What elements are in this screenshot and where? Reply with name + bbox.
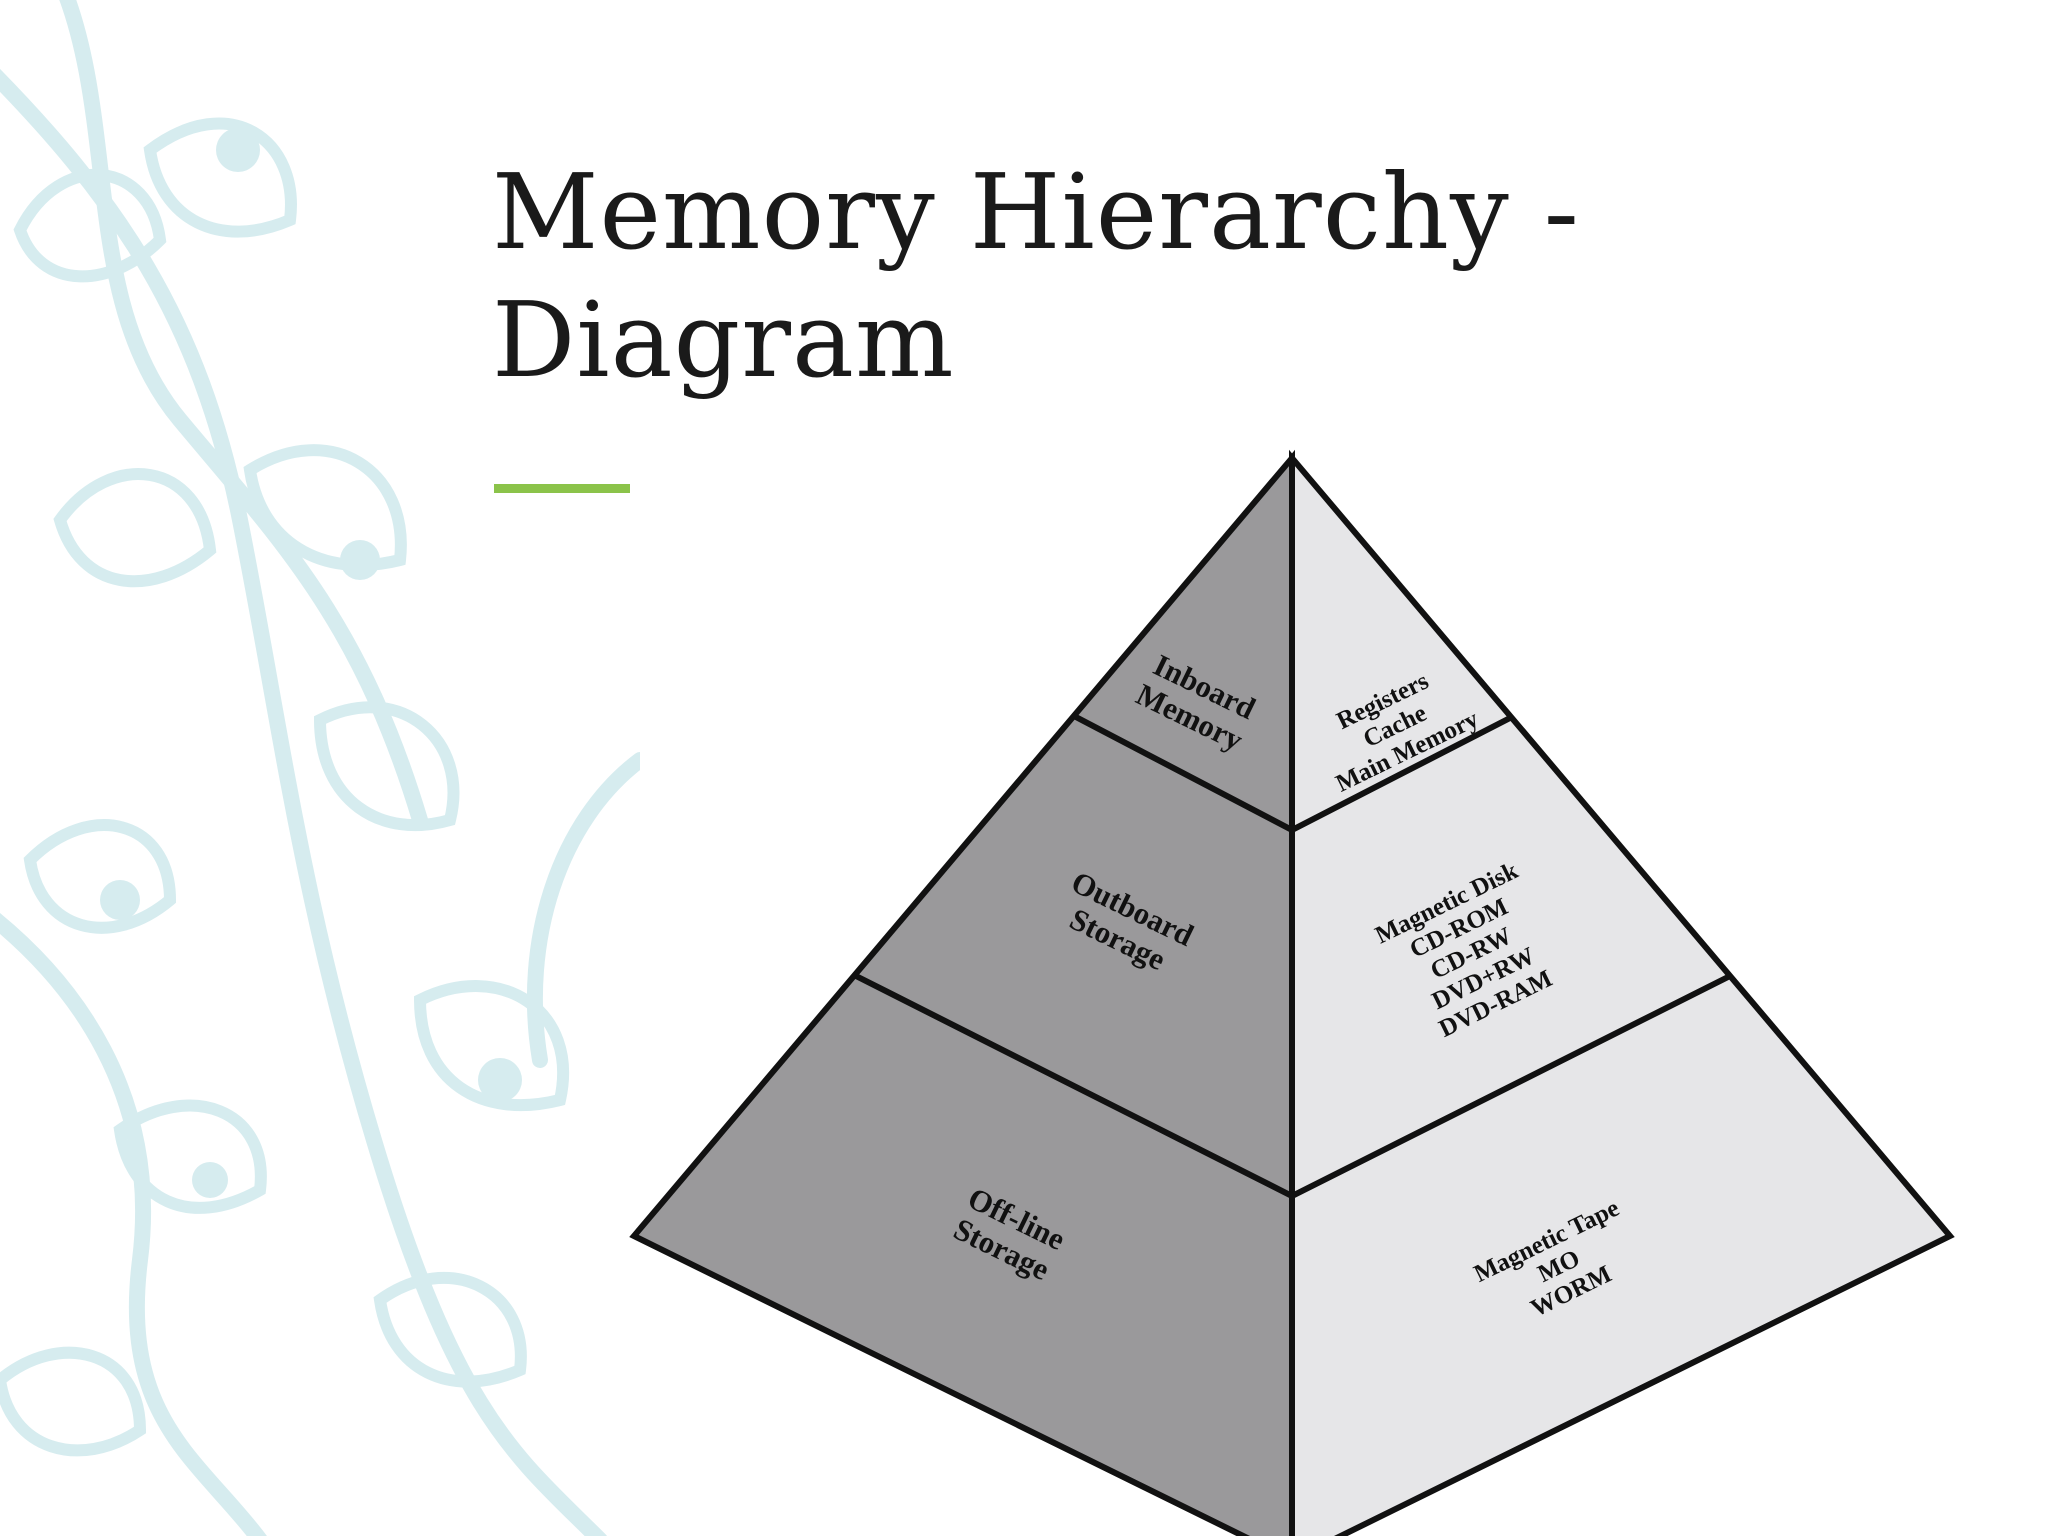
- bud: [100, 880, 140, 920]
- bud: [192, 1162, 228, 1198]
- leaf: [13, 168, 167, 283]
- title-underline: [494, 484, 630, 493]
- leaf: [53, 468, 217, 588]
- leaf: [0, 1346, 147, 1457]
- leaf: [143, 117, 297, 238]
- leaf: [373, 1271, 527, 1388]
- tier-divider-2: [854, 973, 1732, 1200]
- leaf: [313, 701, 460, 831]
- tier-divider-1: [1072, 713, 1512, 834]
- leaf: [413, 980, 570, 1112]
- vine-stem-3: [0, 913, 267, 1536]
- leaf: [23, 819, 177, 934]
- leaf: [113, 1099, 267, 1214]
- slide-title: Memory Hierarchy - Diagram: [492, 148, 1692, 404]
- tier-2-items: Magnetic Disk CD-ROM CD-RW DVD+RW DVD-RA…: [1371, 857, 1556, 1043]
- bud: [216, 128, 260, 172]
- slide-title-line-1: Memory Hierarchy -: [492, 151, 1580, 273]
- slide-title-line-2: Diagram: [492, 279, 955, 401]
- bud: [340, 540, 380, 580]
- vine-stem-2: [59, 0, 428, 828]
- vine-stem-1: [0, 68, 607, 1536]
- bud: [478, 1058, 522, 1102]
- leaf: [243, 444, 407, 572]
- floral-decoration: [0, 0, 640, 1536]
